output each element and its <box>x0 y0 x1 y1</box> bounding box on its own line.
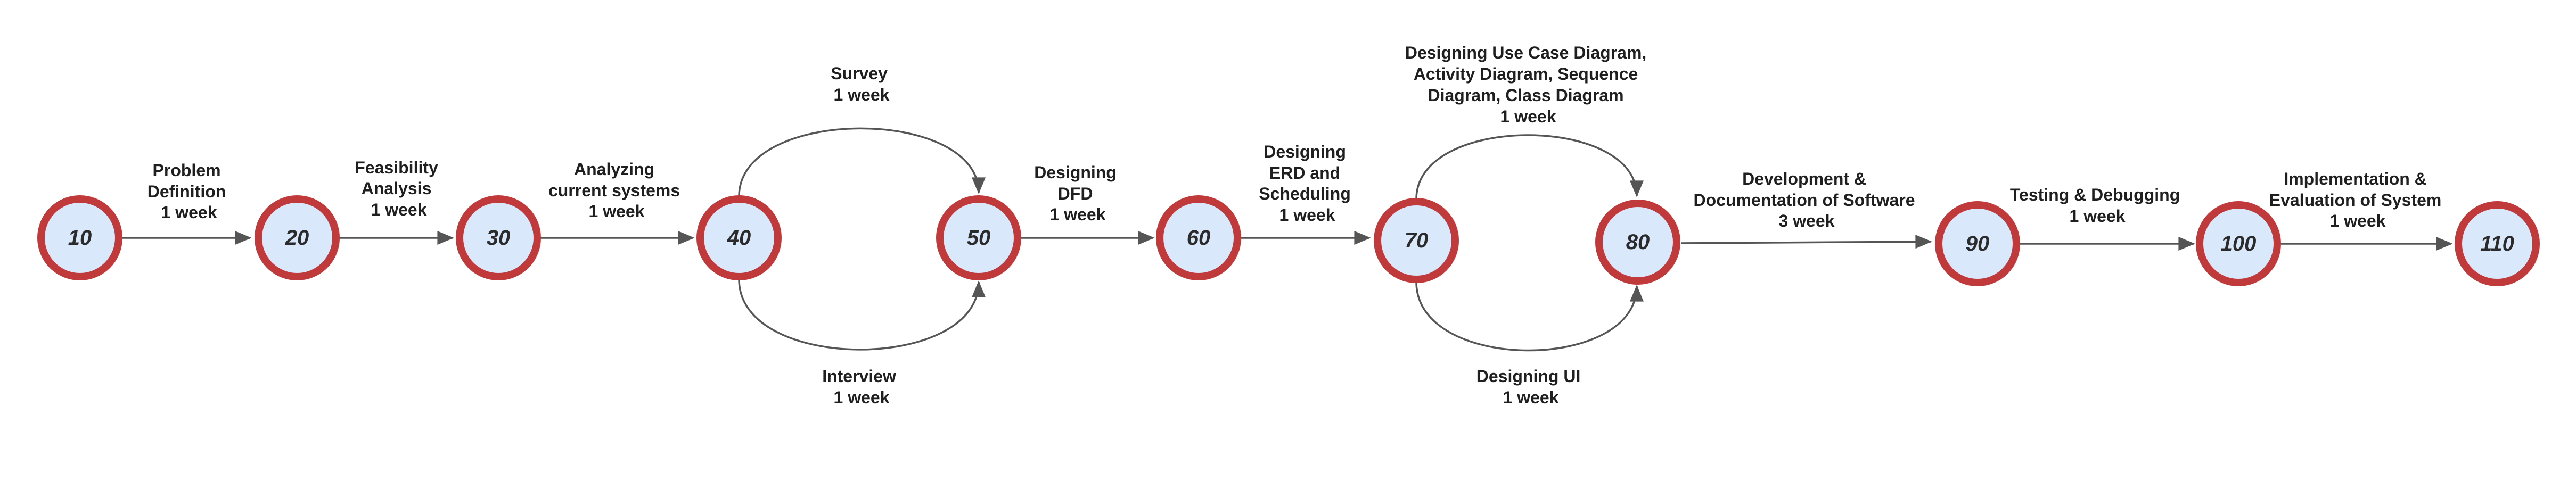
node-30[interactable]: 30 <box>456 195 541 280</box>
edge-label-line: DFD <box>1058 184 1093 203</box>
edge-label-development: Development & Documentation of Software … <box>1694 169 1920 230</box>
edge-label-line: Definition <box>147 182 226 201</box>
edge-label-line: Evaluation of System <box>2269 190 2442 210</box>
node-circle <box>456 195 541 280</box>
edge-label-interview: Interview 1 week <box>822 367 901 407</box>
edge-70-80-design <box>1415 134 1644 200</box>
node-circle <box>37 195 122 280</box>
edge-label-line: 1 week <box>589 202 645 221</box>
node-label: 70 <box>1405 229 1429 252</box>
edge-label-line: Development & <box>1742 169 1866 188</box>
node-100[interactable]: 100 <box>2196 201 2281 286</box>
node-label: 80 <box>1626 230 1650 254</box>
node-label: 40 <box>727 226 751 250</box>
node-circle <box>936 195 1021 280</box>
node-circle <box>2196 201 2281 286</box>
edge-label-line: Survey <box>831 64 888 83</box>
edge-label-line: 3 week <box>1779 211 1835 230</box>
edge-label-line: Implementation & <box>2284 169 2426 188</box>
node-label: 60 <box>1187 226 1211 250</box>
node-label: 90 <box>1966 232 1990 255</box>
edge-70-80-ui <box>1415 281 1644 352</box>
edge-label-problem-definition: Problem Definition 1 week <box>147 161 231 222</box>
edge-label-line: Designing <box>1034 163 1117 182</box>
node-label: 10 <box>68 226 92 250</box>
edge-label-line: Designing UI <box>1476 367 1581 386</box>
edge-label-line: Analysis <box>362 179 432 198</box>
node-circle <box>1156 195 1241 280</box>
edge-40-50-survey <box>738 127 986 197</box>
node-10[interactable]: 10 <box>37 195 122 280</box>
edge-label-survey: Survey 1 week <box>831 64 892 104</box>
node-110[interactable]: 110 <box>2455 201 2540 286</box>
edge-label-line: 1 week <box>1503 388 1559 407</box>
edge-label-line: Activity Diagram, Sequence <box>1414 64 1638 84</box>
edge-label-line: 1 week <box>2070 206 2126 226</box>
edge-label-feasibility-analysis: Feasibility Analysis 1 week <box>355 158 442 219</box>
node-50[interactable]: 50 <box>936 195 1021 280</box>
node-label: 100 <box>2221 232 2257 255</box>
edge-label-line: 1 week <box>1050 205 1106 224</box>
edge-label-implementation: Implementation & Evaluation of System 1 … <box>2269 169 2447 230</box>
edge-label-line: Documentation of Software <box>1694 190 1915 210</box>
edge-40-50-interview <box>738 279 986 351</box>
edge-label-designing-dfd: Designing DFD 1 week <box>1034 163 1121 224</box>
edge-label-line: Designing <box>1264 142 1346 161</box>
node-60[interactable]: 60 <box>1156 195 1241 280</box>
edge-label-line: Testing & Debugging <box>2010 185 2180 204</box>
edge-label-line: 1 week <box>371 200 427 219</box>
edge-label-line: 1 week <box>1279 205 1335 225</box>
edge-label-line: Analyzing <box>574 160 654 179</box>
node-circle <box>2455 201 2540 286</box>
edge-label-line: 1 week <box>834 388 890 407</box>
node-circle <box>255 195 340 280</box>
edge-label-line: 1 week <box>1500 107 1556 126</box>
edge-label-line: 1 week <box>834 85 890 104</box>
node-70[interactable]: 70 <box>1374 198 1459 283</box>
edge-label-line: Problem <box>153 161 221 180</box>
edge-label-line: Diagram, Class Diagram <box>1428 86 1623 105</box>
edge-label-uml-diagrams: Designing Use Case Diagram, Activity Dia… <box>1405 43 1651 126</box>
edge-label-line: Designing Use Case Diagram, <box>1405 43 1646 62</box>
node-label: 110 <box>2480 232 2514 255</box>
edge-label-designing-ui: Designing UI 1 week <box>1476 367 1585 407</box>
edge-label-line: current systems <box>548 181 680 200</box>
edge-label-line: ERD and <box>1269 163 1340 183</box>
node-label: 20 <box>285 226 309 250</box>
node-circle <box>696 195 782 280</box>
node-80[interactable]: 80 <box>1595 200 1680 285</box>
node-90[interactable]: 90 <box>1935 201 2020 286</box>
node-40[interactable]: 40 <box>696 195 782 280</box>
node-circle <box>1935 201 2020 286</box>
node-20[interactable]: 20 <box>255 195 340 280</box>
edge-label-analyzing-systems: Analyzing current systems 1 week <box>548 160 685 221</box>
edge-label-line: 1 week <box>2330 211 2386 230</box>
node-label: 30 <box>487 226 511 250</box>
edge-label-line: 1 week <box>161 203 217 222</box>
edge-label-testing: Testing & Debugging 1 week <box>2010 185 2185 226</box>
node-label: 50 <box>967 226 991 250</box>
edge-label-line: Interview <box>822 367 896 386</box>
node-circle <box>1374 198 1459 283</box>
edge-label-line: Feasibility <box>355 158 438 177</box>
node-circle <box>1595 200 1680 285</box>
edge-label-designing-erd: Designing ERD and Scheduling 1 week <box>1259 142 1355 225</box>
edge-label-line: Scheduling <box>1259 184 1350 203</box>
edge-80-90 <box>1680 235 1932 249</box>
